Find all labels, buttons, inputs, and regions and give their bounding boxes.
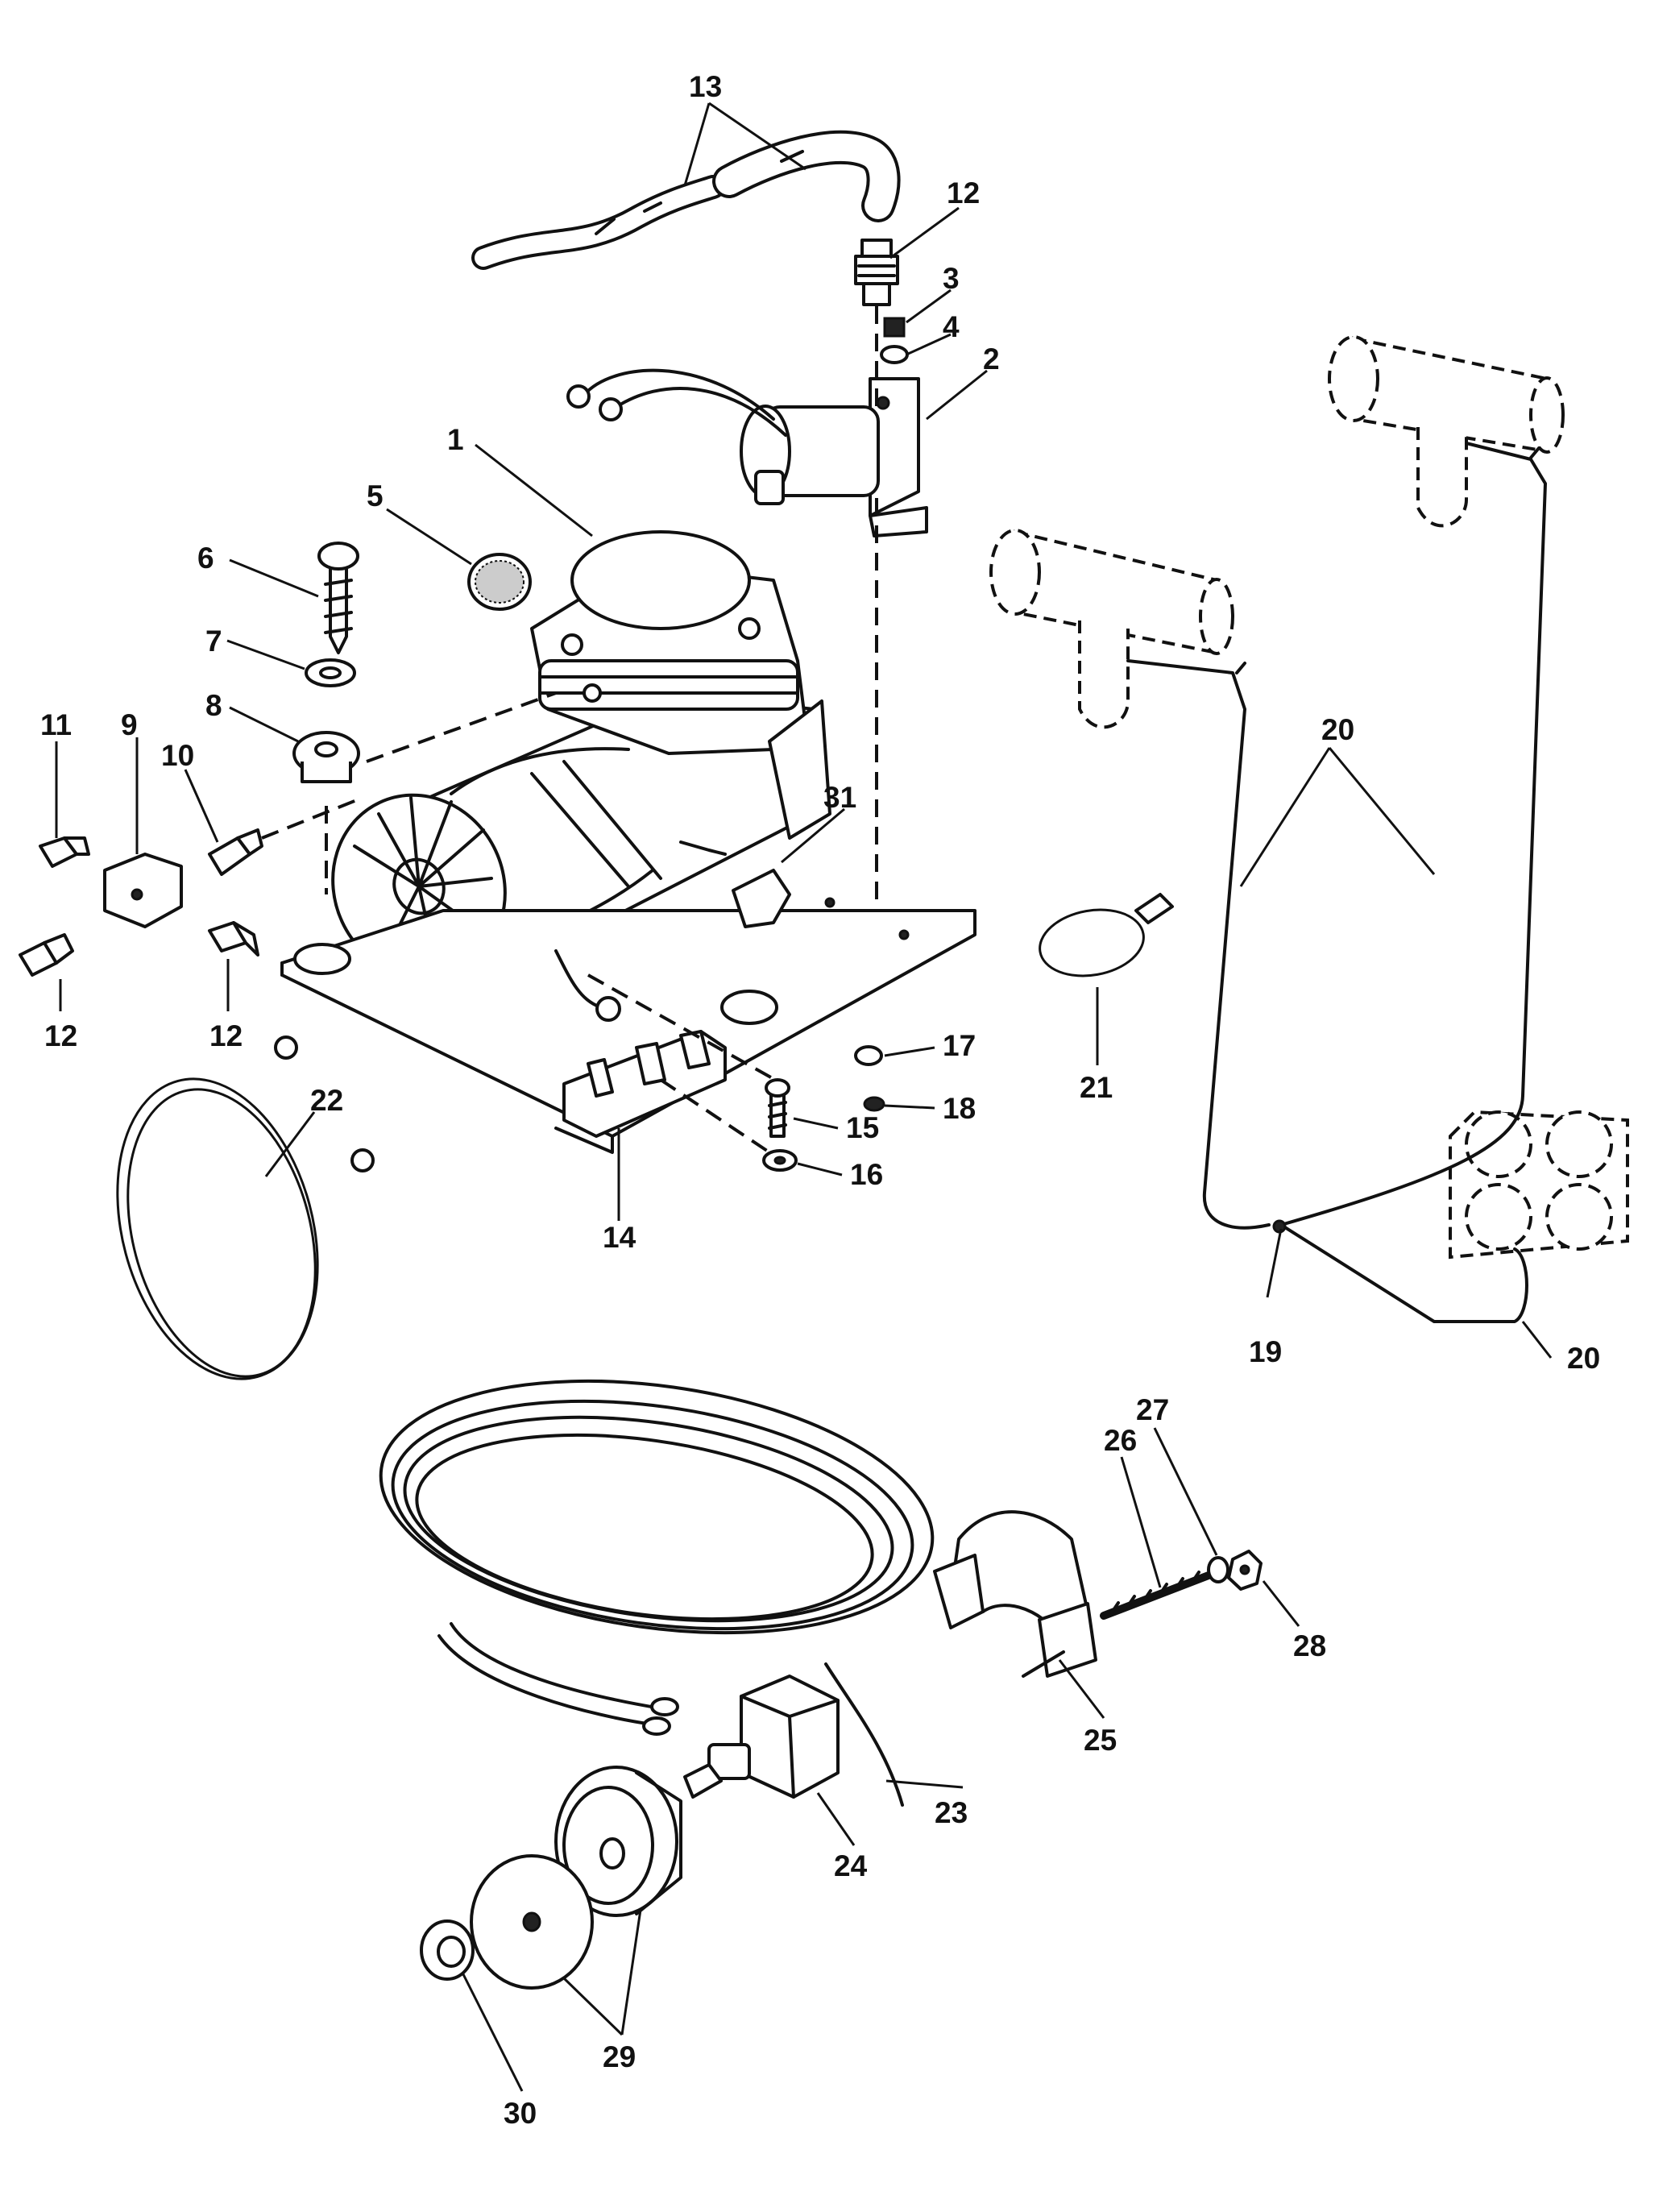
- callout-19: 19: [1249, 1335, 1282, 1368]
- washer-4: [880, 345, 909, 364]
- air-hose: [471, 130, 901, 270]
- cable-tie: [1039, 893, 1174, 977]
- toggle-switch: [683, 1675, 840, 1799]
- ground-wire: [116, 1035, 375, 1380]
- hose-fitting-top: [854, 239, 899, 306]
- solenoid-valve: [740, 377, 928, 537]
- callout-1: 1: [447, 423, 464, 456]
- callout-7: 7: [205, 625, 222, 658]
- callout-20-upper: 20: [1321, 713, 1354, 746]
- mount-bracket: [732, 869, 791, 928]
- phantom-trim-cylinder-lower: [989, 529, 1234, 729]
- screw-17: [854, 1045, 883, 1066]
- assembly-line-terminal: [587, 973, 790, 1089]
- callout-26: 26: [1104, 1424, 1137, 1457]
- hex-nut-30: [420, 1919, 475, 1981]
- callout-12-middle: 12: [209, 1019, 243, 1052]
- callouts: 13 12 3 4 2 1 5 6 7 8 11 9 10 31 20 21 1…: [40, 70, 1600, 2130]
- callout-6: 6: [197, 542, 214, 575]
- base-plate: [280, 897, 976, 1154]
- callout-29: 29: [603, 2040, 636, 2073]
- callout-10: 10: [161, 739, 194, 772]
- callout-11: 11: [40, 708, 72, 741]
- callout-12-left: 12: [44, 1019, 77, 1052]
- callout-21: 21: [1080, 1071, 1113, 1104]
- callout-22: 22: [310, 1084, 343, 1117]
- phantom-trim-cylinder-upper: [1328, 335, 1565, 528]
- washer-16: [762, 1149, 798, 1172]
- assembly-line-head: [366, 691, 557, 763]
- callout-9: 9: [121, 708, 138, 741]
- washer-18: [863, 1096, 885, 1112]
- washer-27: [1207, 1556, 1229, 1583]
- callout-8: 8: [205, 689, 222, 722]
- tee-fitting: [103, 853, 183, 928]
- long-screw: [1100, 1571, 1213, 1620]
- screw-15: [765, 1078, 790, 1138]
- washer-7: [305, 658, 356, 687]
- callout-24: 24: [834, 1849, 868, 1882]
- callout-15: 15: [846, 1111, 879, 1144]
- solenoid-wire-leads: [566, 368, 787, 437]
- switch-housing: [554, 1766, 682, 1917]
- callout-30: 30: [504, 2097, 537, 2130]
- screw-3: [883, 317, 906, 338]
- callout-25: 25: [1084, 1724, 1117, 1757]
- rubber-grommet: [292, 731, 360, 783]
- leader-lines: [55, 102, 1553, 2092]
- callout-20-lower: 20: [1567, 1342, 1600, 1375]
- phantom-trim-pump: [1449, 1110, 1629, 1260]
- callout-4: 4: [943, 310, 960, 343]
- switch-harness: [379, 1379, 935, 1807]
- callout-16: 16: [850, 1158, 883, 1191]
- callout-3: 3: [943, 262, 960, 295]
- fitting-11: [39, 836, 90, 868]
- terminal-block: [562, 1030, 727, 1138]
- fitting-12-left: [19, 933, 74, 977]
- callout-18: 18: [943, 1092, 976, 1125]
- callout-28: 28: [1293, 1629, 1326, 1662]
- callout-23: 23: [935, 1796, 968, 1829]
- assembly-line-screw: [659, 1078, 783, 1162]
- assembly-line-fitting-10: [261, 796, 363, 840]
- fitting-10: [208, 828, 263, 876]
- mounting-bracket: [933, 1510, 1097, 1678]
- motor-lead-terminal: [554, 949, 621, 1022]
- trim-sender-wire-harness: [1126, 442, 1547, 1323]
- callout-5: 5: [367, 479, 384, 513]
- callout-27: 27: [1136, 1393, 1169, 1426]
- callout-12-top: 12: [947, 176, 980, 210]
- mounting-screw: [317, 542, 359, 654]
- callout-2: 2: [983, 342, 1000, 376]
- callout-31: 31: [823, 781, 856, 814]
- fitting-12-middle: [208, 921, 259, 957]
- callout-13: 13: [689, 70, 722, 103]
- intake-filter: [467, 553, 532, 611]
- callout-14: 14: [603, 1221, 636, 1254]
- callout-17: 17: [943, 1029, 976, 1062]
- nut-28: [1227, 1550, 1263, 1591]
- decal-plate: [470, 1854, 594, 1990]
